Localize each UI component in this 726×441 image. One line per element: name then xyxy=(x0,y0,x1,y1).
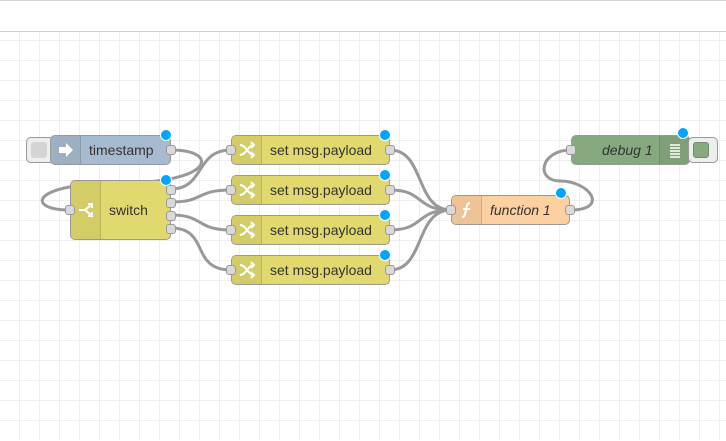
switch-node[interactable]: switch xyxy=(65,174,176,240)
switch-output-port-4[interactable] xyxy=(166,224,176,234)
shuffle-icon xyxy=(232,216,262,244)
change-node-3-input-port[interactable] xyxy=(226,225,236,235)
debug-changed-indicator xyxy=(677,127,689,139)
function-node[interactable]: function 1 xyxy=(446,187,575,225)
timestamp-label: timestamp xyxy=(89,142,154,158)
function-changed-indicator xyxy=(555,187,567,199)
change-node-2-output-port[interactable] xyxy=(385,185,395,195)
switch-output-port-3[interactable] xyxy=(166,211,176,221)
change-node-4-input-port[interactable] xyxy=(226,265,236,275)
shuffle-icon xyxy=(232,176,262,204)
change-node-4-output-port[interactable] xyxy=(385,265,395,275)
wire-switch-to-change-2 xyxy=(170,188,232,204)
change-node-2-changed-indicator xyxy=(379,169,391,181)
wire-change-4-to-function xyxy=(389,208,452,272)
shuffle-icon xyxy=(232,136,262,164)
change-node-1[interactable]: set msg.payload xyxy=(226,129,395,165)
shuffle-icon xyxy=(232,256,262,284)
change-node-3-changed-indicator xyxy=(379,209,391,221)
change-node-4[interactable]: set msg.payload xyxy=(226,249,395,285)
function-label: function 1 xyxy=(490,202,551,218)
function-icon xyxy=(452,196,482,224)
inject-trigger-square xyxy=(31,142,47,158)
wire-switch-to-change-4 xyxy=(170,226,232,272)
switch-changed-indicator xyxy=(160,174,172,186)
switch-icon xyxy=(71,181,101,239)
debug-toggle-button[interactable] xyxy=(688,137,718,163)
debug-input-port[interactable] xyxy=(566,145,576,155)
switch-output-port-2[interactable] xyxy=(166,198,176,208)
change-node-4-label: set msg.payload xyxy=(270,262,372,278)
wire-change-1-to-function xyxy=(389,148,452,212)
change-node-1-output-port[interactable] xyxy=(385,145,395,155)
wire-function-to-debug xyxy=(542,148,594,212)
timestamp-changed-indicator xyxy=(160,129,172,141)
switch-output-port-1[interactable] xyxy=(166,185,176,195)
change-node-2[interactable]: set msg.payload xyxy=(226,169,395,205)
timestamp-node[interactable]: timestamp xyxy=(50,129,176,165)
function-output-port[interactable] xyxy=(565,205,575,215)
debug-list-icon xyxy=(659,136,689,164)
change-node-2-label: set msg.payload xyxy=(270,182,372,198)
debug-label: debug 1 xyxy=(602,142,653,158)
change-node-3-label: set msg.payload xyxy=(270,222,372,238)
debug-toggle-square xyxy=(693,142,709,158)
inject-arrow-icon xyxy=(51,136,81,164)
change-node-1-changed-indicator xyxy=(379,129,391,141)
function-input-port[interactable] xyxy=(446,205,456,215)
change-node-1-label: set msg.payload xyxy=(270,142,372,158)
wire-switch-to-change-1 xyxy=(170,148,232,191)
debug-node[interactable]: debug 1 xyxy=(566,127,690,165)
wire-switch-to-change-3 xyxy=(170,213,232,232)
workspace-top-band xyxy=(0,1,726,32)
change-node-4-changed-indicator xyxy=(379,249,391,261)
change-node-3[interactable]: set msg.payload xyxy=(226,209,395,245)
change-node-2-input-port[interactable] xyxy=(226,185,236,195)
switch-input-port[interactable] xyxy=(65,205,75,215)
change-node-1-input-port[interactable] xyxy=(226,145,236,155)
timestamp-output-port[interactable] xyxy=(166,145,176,155)
change-node-3-output-port[interactable] xyxy=(385,225,395,235)
switch-label: switch xyxy=(109,202,148,218)
